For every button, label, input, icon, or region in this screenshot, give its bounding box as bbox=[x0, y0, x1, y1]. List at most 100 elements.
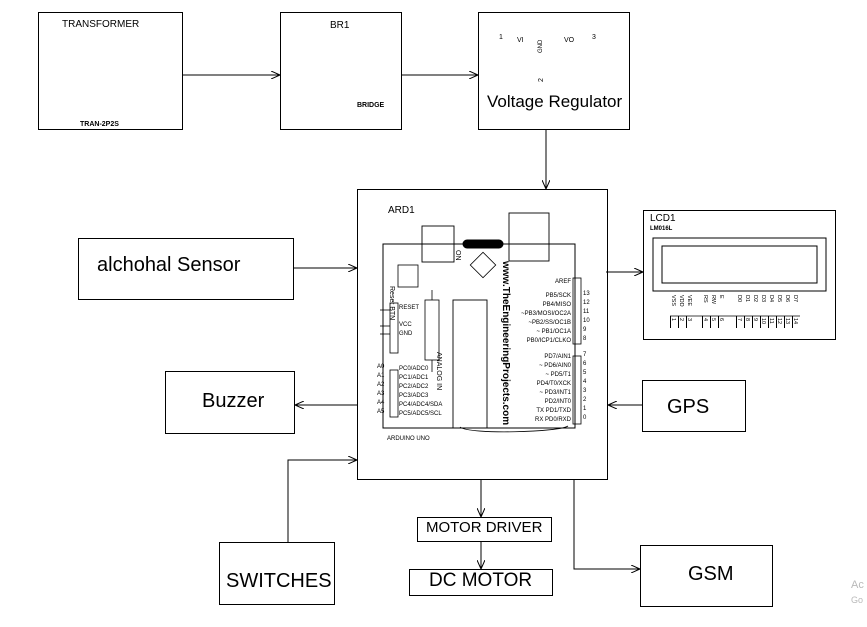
lcd-pin-lead bbox=[776, 316, 777, 328]
alcohol-sensor-label: alchohal Sensor bbox=[97, 254, 241, 276]
arduino-pin-reset: RESET bbox=[399, 305, 420, 311]
gps-label: GPS bbox=[667, 396, 710, 418]
arduino-pin-gnd: GND bbox=[399, 331, 413, 337]
arduino-digital-num: 10 bbox=[583, 318, 590, 324]
arduino-pin-vcc: VCC bbox=[399, 322, 412, 328]
arduino-on-label: ON bbox=[454, 250, 461, 261]
lcd-pin-label: VEE bbox=[686, 295, 692, 307]
arduino-digital-num: 12 bbox=[583, 300, 590, 306]
arduino-digital-num: 5 bbox=[583, 370, 587, 376]
transformer-block bbox=[38, 12, 183, 130]
regulator-pin3: 3 bbox=[592, 34, 596, 41]
bridge-block bbox=[280, 12, 402, 130]
lcd-pin-label: D1 bbox=[744, 295, 750, 303]
regulator-pin-vi: VI bbox=[517, 37, 524, 44]
arduino-analog-in: ANALOG IN bbox=[435, 352, 442, 391]
switches-label: SWITCHES bbox=[226, 570, 332, 592]
lcd-pin-label: D7 bbox=[792, 295, 798, 303]
arduino-analog-num: A4 bbox=[377, 400, 385, 406]
arduino-digital-pin: RX PD0/RXD bbox=[534, 417, 571, 423]
lcd-pin-label: D6 bbox=[784, 295, 790, 303]
gsm-label: GSM bbox=[688, 563, 734, 585]
arduino-analog-pin: PC5/ADC5/SCL bbox=[399, 411, 442, 417]
voltage-regulator-block bbox=[478, 12, 630, 130]
regulator-pin-vo: VO bbox=[564, 37, 575, 44]
arduino-analog-pin: PC0/ADC0 bbox=[399, 366, 429, 372]
transformer-title: TRANSFORMER bbox=[62, 19, 140, 30]
lcd-pin-label: RW bbox=[710, 295, 716, 305]
arduino-ref: ARD1 bbox=[388, 205, 415, 216]
arduino-analog-pin: PC4/ADC4/SDA bbox=[399, 402, 443, 408]
lcd-pin-lead bbox=[744, 316, 745, 328]
lcd-pin-label: RS bbox=[702, 295, 708, 303]
regulator-pin2: 2 bbox=[538, 78, 545, 82]
buzzer-block bbox=[165, 371, 295, 434]
arduino-analog-num: A5 bbox=[377, 409, 385, 415]
arduino-digital-pin: ~ PD5/T1 bbox=[545, 372, 571, 378]
motor-driver-block bbox=[417, 517, 552, 542]
lcd-pin-label: D3 bbox=[760, 295, 766, 303]
switches-block bbox=[219, 542, 335, 605]
buzzer-label: Buzzer bbox=[202, 390, 265, 412]
arduino-digital-pin: TX PD1/TXD bbox=[536, 408, 571, 414]
arduino-digital-pin: ~ PD3/INT1 bbox=[539, 390, 571, 396]
arduino-board-label: ARDUINO UNO bbox=[387, 436, 430, 442]
watermark-line1: Ac bbox=[851, 579, 864, 591]
arduino-analog-num: A3 bbox=[377, 391, 385, 397]
watermark-text: Ac Go bbox=[851, 578, 864, 608]
arduino-digital-num: 9 bbox=[583, 327, 587, 333]
regulator-pin1: 1 bbox=[499, 34, 503, 41]
dc-motor-block bbox=[409, 569, 553, 596]
lcd-pin-label: VDD bbox=[678, 295, 684, 307]
lcd-pin-lead bbox=[784, 316, 785, 328]
lcd-pin-lead bbox=[792, 316, 793, 328]
arduino-digital-pin: ~PB3/MOSI/OC2A bbox=[521, 311, 571, 317]
arduino-digital-pin: PB4/MISO bbox=[542, 302, 571, 308]
arduino-digital-num: 1 bbox=[583, 406, 587, 412]
arduino-analog-pin: PC3/ADC3 bbox=[399, 393, 429, 399]
arduino-reset-btn: Reset BTN bbox=[388, 286, 395, 321]
lcd-pin-label: D5 bbox=[776, 295, 782, 303]
arduino-analog-num: A2 bbox=[377, 382, 385, 388]
arduino-digital-pin: ~PB2/SS/OC1B bbox=[528, 320, 571, 326]
lcd-pin-lead bbox=[752, 316, 753, 328]
arduino-analog-pin: PC2/ADC2 bbox=[399, 384, 429, 390]
lcd-pin-lead bbox=[678, 316, 679, 328]
arduino-digital-pin: PD2/INT0 bbox=[544, 399, 571, 405]
arduino-digital-num: 7 bbox=[583, 352, 587, 358]
arrow-arduino-to-gsm bbox=[573, 480, 640, 569]
lcd-pin-lead bbox=[718, 316, 719, 328]
alcohol-sensor-block bbox=[78, 238, 294, 300]
arduino-digital-pin: ~ PB1/OC1A bbox=[536, 329, 571, 335]
arduino-digital-pin: PB0/ICP1/CLKO bbox=[526, 338, 571, 344]
dc-motor-label: DC MOTOR bbox=[429, 570, 533, 591]
arduino-analog-pin: PC1/ADC1 bbox=[399, 375, 429, 381]
lcd-pin-lead bbox=[736, 316, 737, 328]
arduino-block bbox=[357, 189, 608, 480]
lcd-ref: LCD1 bbox=[650, 213, 676, 224]
arduino-digital-pin: PD7/AIN1 bbox=[544, 354, 571, 360]
watermark-line2: Go bbox=[851, 595, 864, 605]
arduino-site: www.TheEngineeringProjects.com bbox=[500, 261, 511, 426]
lcd-pin-label: E bbox=[718, 295, 724, 299]
arduino-digital-num: 4 bbox=[583, 379, 587, 385]
lcd-pin-lead bbox=[702, 316, 703, 328]
transformer-part: TRAN-2P2S bbox=[80, 121, 119, 128]
arduino-analog-num: A1 bbox=[377, 373, 385, 379]
arduino-digital-pin: PD4/T0/XCK bbox=[536, 381, 571, 387]
arduino-digital-num: 2 bbox=[583, 397, 587, 403]
regulator-pin-gnd: GND bbox=[538, 39, 544, 53]
arduino-digital-num: 0 bbox=[583, 415, 587, 421]
lcd-pin-lead bbox=[768, 316, 769, 328]
lcd-pin-label: VSS bbox=[670, 295, 676, 307]
lcd-pin-label: D4 bbox=[768, 295, 774, 303]
lcd-pin-lead bbox=[686, 316, 687, 328]
regulator-title: Voltage Regulator bbox=[487, 92, 623, 111]
arduino-digital-pin: PB5/SCK bbox=[545, 293, 571, 299]
lcd-screen-icon bbox=[652, 237, 827, 317]
bridge-part: BRIDGE bbox=[357, 102, 385, 109]
arduino-digital-num: 13 bbox=[583, 291, 590, 297]
lcd-pin-label: D2 bbox=[752, 295, 758, 303]
arduino-digital-num: 6 bbox=[583, 361, 587, 367]
gsm-block bbox=[640, 545, 773, 607]
